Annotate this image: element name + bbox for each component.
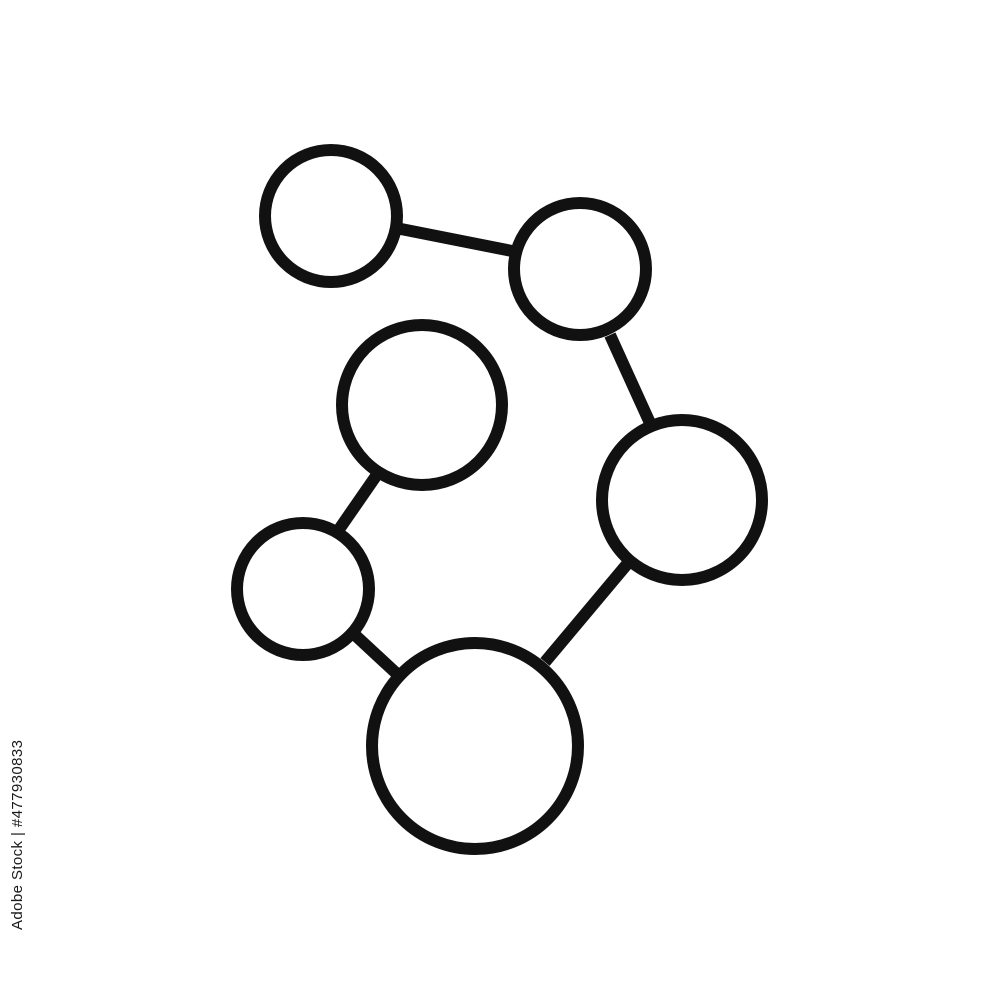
edge-bottom-to-left (350, 630, 401, 678)
node-top-right (508, 197, 652, 341)
edge-left-to-middle (335, 472, 381, 532)
node-right (596, 414, 768, 586)
stock-id-label: Adobe Stock | #477930833 (9, 739, 26, 930)
edge-top-right-to-right (604, 332, 656, 426)
node-middle (336, 319, 508, 491)
edge-right-to-bottom (540, 559, 633, 666)
node-left (231, 517, 375, 661)
node-bottom (366, 637, 584, 855)
edge-top-left-to-top-right (399, 223, 514, 257)
node-top-left (259, 144, 403, 288)
